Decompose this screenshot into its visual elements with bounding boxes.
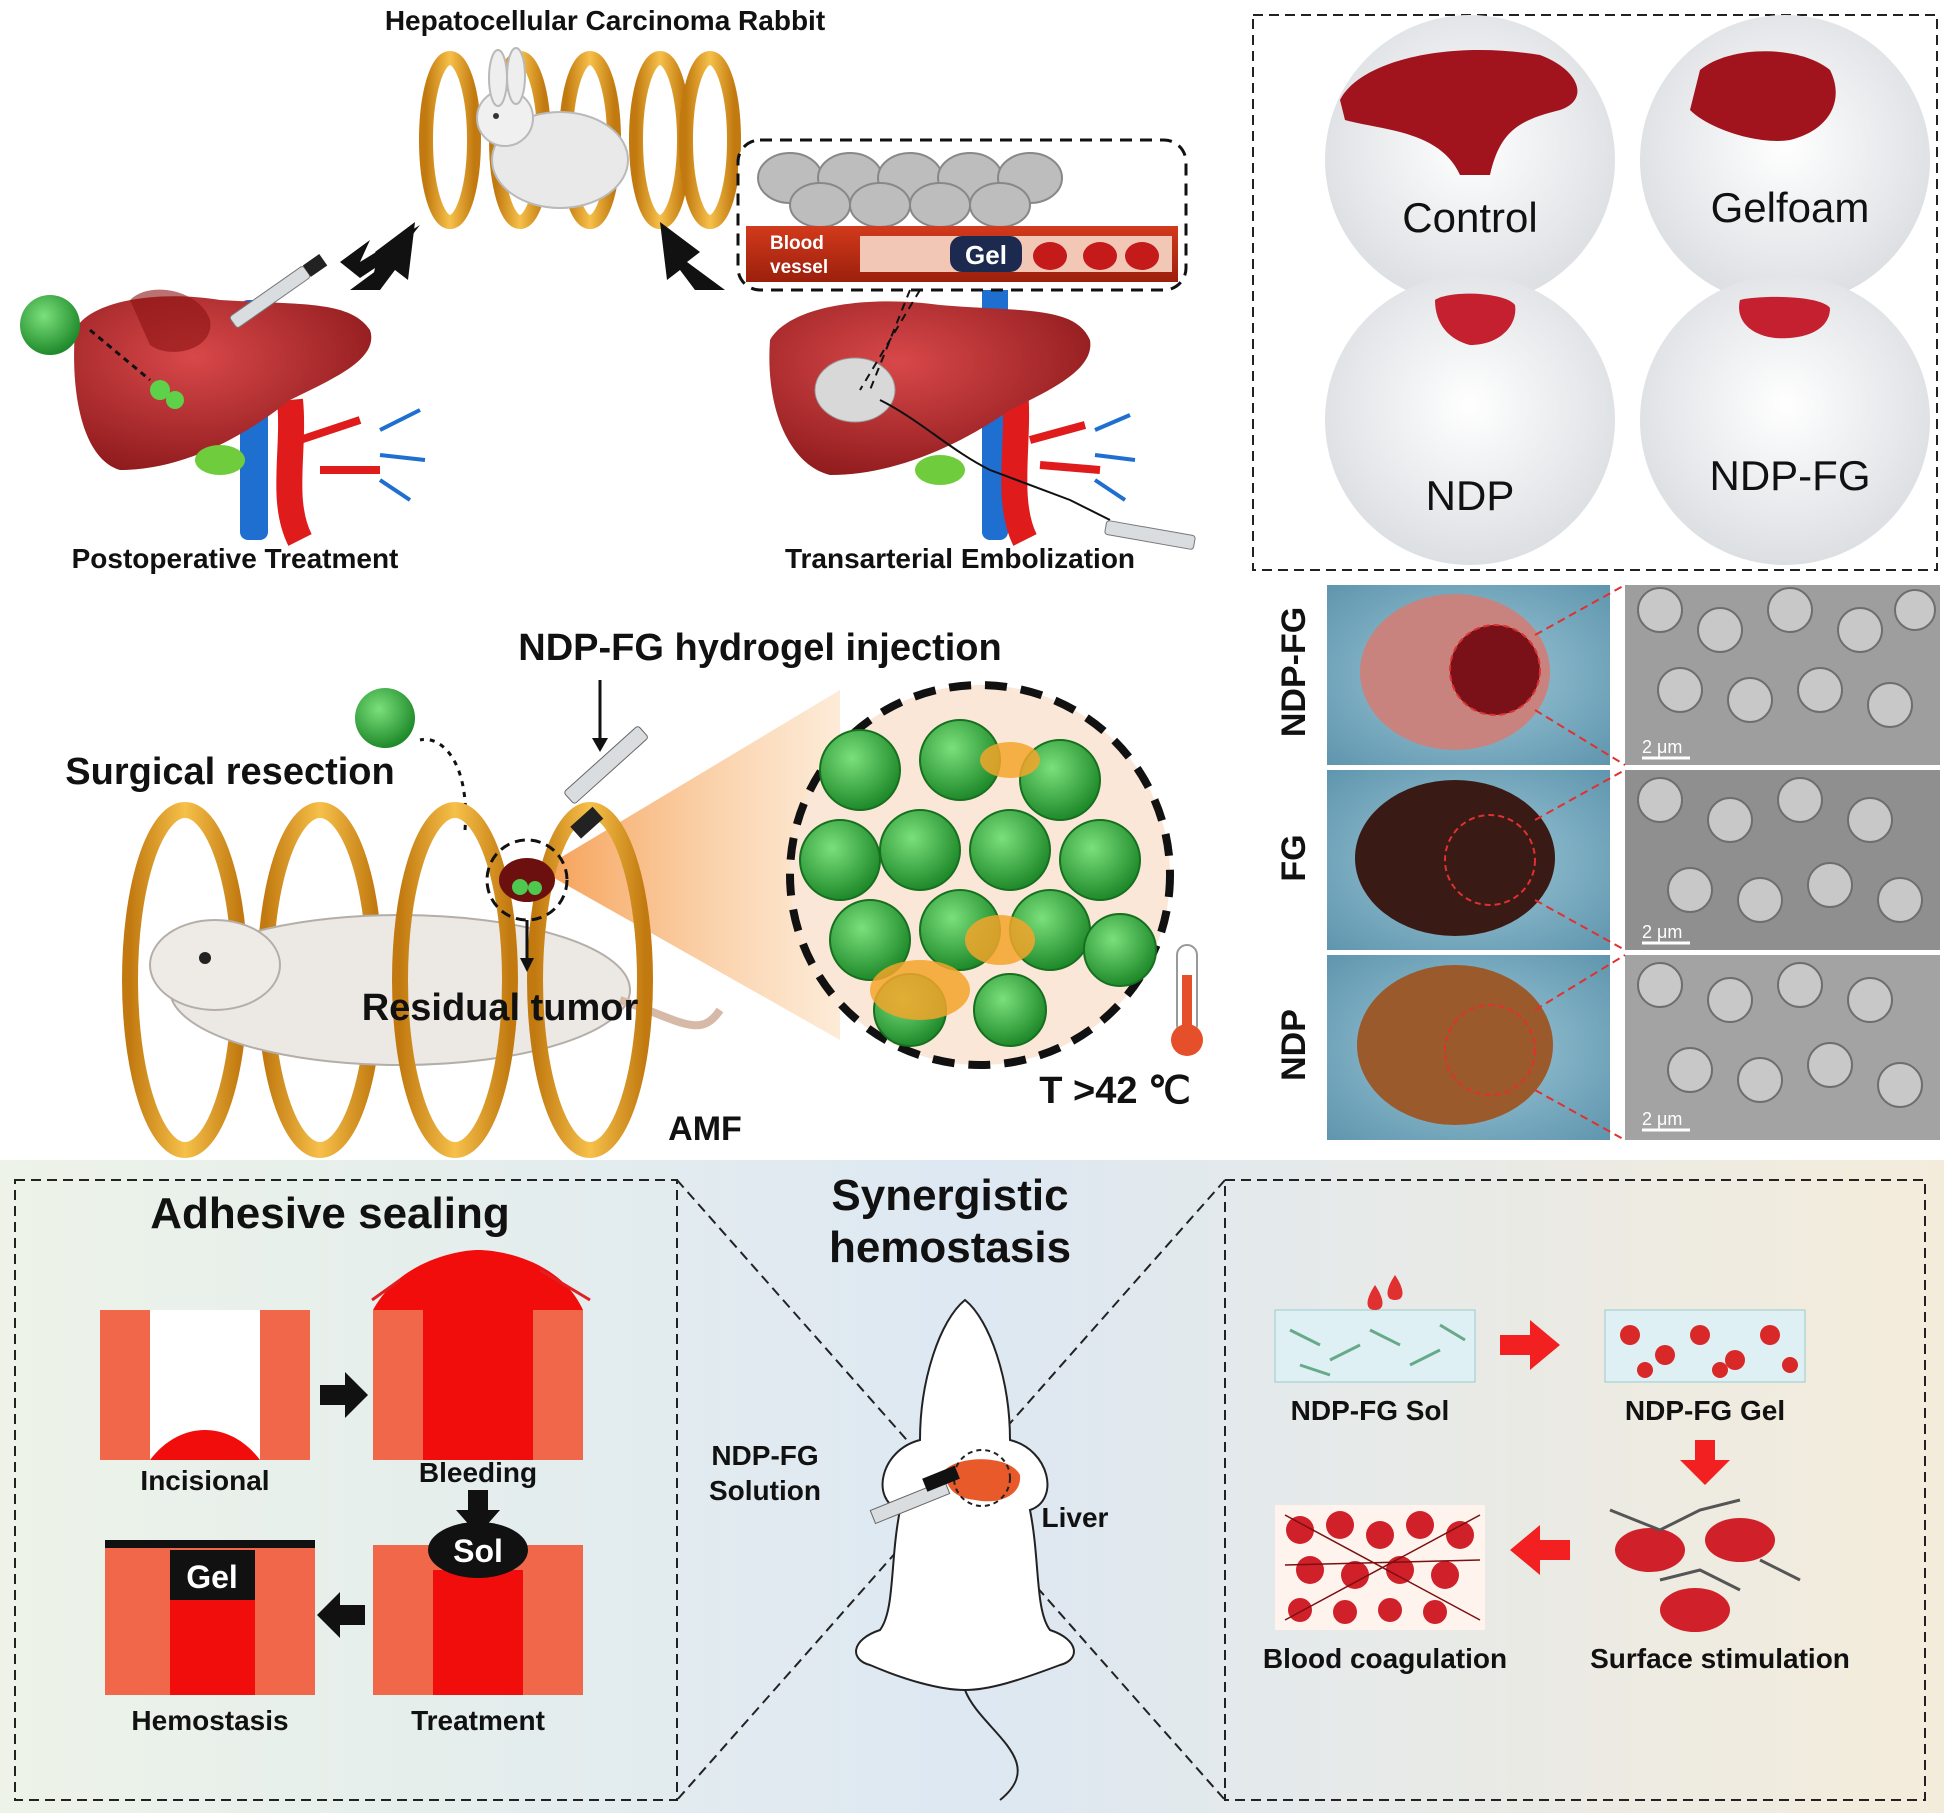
transarterial-label: Transarterial Embolization — [785, 543, 1135, 574]
adhesive-sealing-section: Adhesive sealing Incisional Bleeding — [100, 1189, 591, 1736]
left-arrow-icon-2 — [350, 222, 415, 290]
arrow-left-icon-2 — [1510, 1525, 1570, 1575]
surgical-label: Surgical resection — [65, 751, 394, 793]
sol-block — [1274, 1275, 1476, 1383]
sem-panel: NDP-FG FG NDP 2 μm — [1275, 584, 1940, 1141]
syringe-icon-2 — [1104, 520, 1196, 550]
surface-stimulation-label: Surface stimulation — [1590, 1643, 1850, 1674]
wound-site — [485, 838, 569, 972]
sem-scale-3: 2 μm — [1642, 1109, 1682, 1129]
postoperative-liver — [74, 289, 426, 546]
photo-label-control: Control — [1402, 194, 1537, 241]
syringe-icon — [229, 253, 328, 328]
sem-scale-2: 2 μm — [1642, 922, 1682, 942]
sem-row-label-ndp: NDP — [1275, 1009, 1313, 1081]
ndp-fg-solution-2: Solution — [709, 1475, 821, 1506]
residual-label: Residual tumor — [362, 987, 639, 1029]
photo-dish-control: Control — [1325, 15, 1615, 305]
photo-dish-ndp-fg: NDP-FG — [1640, 275, 1930, 565]
blood-coagulation-label: Blood coagulation — [1263, 1643, 1507, 1674]
temperature-label: T >42 ℃ — [1039, 1070, 1190, 1112]
rabbit-icon — [476, 47, 629, 209]
syringe-icon-4 — [869, 1465, 960, 1525]
gel-hemostasis-label: Gel — [186, 1559, 238, 1595]
treatment-diagram: Sol — [373, 1522, 583, 1695]
sem-scale-1: 2 μm — [1642, 737, 1682, 757]
bleeding-diagram — [373, 1250, 583, 1460]
adhesive-title: Adhesive sealing — [150, 1189, 509, 1238]
injection-label: NDP-FG hydrogel injection — [518, 627, 1001, 669]
tumor-cell-icon-2 — [355, 688, 415, 748]
middle-left-panel: NDP-FG hydrogel injection Surgical resec… — [65, 627, 1203, 1158]
arrow-right-icon-2 — [1500, 1320, 1560, 1370]
mechanism-section: NDP-FG Sol NDP-FG Gel — [1263, 1275, 1850, 1674]
vessel-inset: Gel Blood vessel — [736, 138, 1188, 391]
liver-label: Liver — [1042, 1502, 1109, 1533]
photo-label-ndp-fg: NDP-FG — [1710, 452, 1871, 499]
postoperative-label: Postoperative Treatment — [72, 543, 399, 574]
hemostasis-label: Hemostasis — [131, 1705, 288, 1736]
synergistic-title-1: Synergistic — [831, 1171, 1068, 1220]
mouse-coil — [122, 802, 724, 1158]
sol-inset-label: Sol — [453, 1533, 503, 1569]
gel-block — [1604, 1309, 1806, 1383]
treatment-label: Treatment — [411, 1705, 545, 1736]
photo-label-gelfoam: Gelfoam — [1711, 184, 1870, 231]
amf-label: AMF — [668, 1110, 742, 1148]
magnification-beam — [540, 690, 840, 1040]
photo-label-ndp: NDP — [1426, 472, 1515, 519]
blood-vessel-line2: vessel — [770, 257, 828, 278]
bottom-panel: Adhesive sealing Incisional Bleeding — [0, 1160, 1944, 1813]
incisional-diagram — [100, 1310, 310, 1460]
right-arrow-icon — [660, 222, 725, 290]
transarterial-liver — [769, 280, 1136, 546]
surface-stimulation-diagram — [1609, 1498, 1801, 1632]
blood-vessel-line1: Blood — [770, 233, 824, 254]
synergistic-section: Synergistic hemostasis NDP-FG Solution L… — [709, 1171, 1109, 1801]
arrow-left-icon — [317, 1592, 365, 1638]
synergistic-title-2: hemostasis — [829, 1223, 1071, 1272]
top-left-panel: Hepatocellular Carcinoma Rabbit — [20, 5, 1196, 574]
ndp-fg-solution-1: NDP-FG — [711, 1440, 818, 1471]
hemostasis-diagram: Gel — [105, 1540, 315, 1695]
arrow-right-icon — [320, 1372, 368, 1418]
photo-dish-gelfoam: Gelfoam — [1640, 15, 1930, 305]
coagulation-diagram — [1275, 1505, 1485, 1630]
thermometer-icon — [1171, 944, 1203, 1056]
sem-row-label-ndp-fg: NDP-FG — [1275, 607, 1313, 737]
ndp-fg-sol-label: NDP-FG Sol — [1291, 1395, 1450, 1426]
arrow-down-icon — [456, 1490, 500, 1535]
small-liver-icon — [945, 1449, 1021, 1507]
magnified-tumor — [786, 681, 1174, 1069]
rabbit-coil — [419, 47, 741, 229]
sem-row-label-fg: FG — [1275, 834, 1313, 881]
photo-panel: Control Gelfoam NDP NDP-FG — [1252, 14, 1938, 571]
bleeding-label: Bleeding — [419, 1457, 537, 1488]
syringe-icon-3 — [564, 726, 648, 839]
photo-dish-ndp: NDP — [1325, 275, 1615, 565]
rabbit-title: Hepatocellular Carcinoma Rabbit — [385, 5, 825, 36]
arrow-down-icon-2 — [1680, 1440, 1730, 1485]
ndp-fg-gel-label: NDP-FG Gel — [1625, 1395, 1785, 1426]
tumor-cell-icon — [20, 295, 80, 355]
incisional-label: Incisional — [140, 1465, 269, 1496]
gel-inset-label: Gel — [965, 240, 1007, 270]
